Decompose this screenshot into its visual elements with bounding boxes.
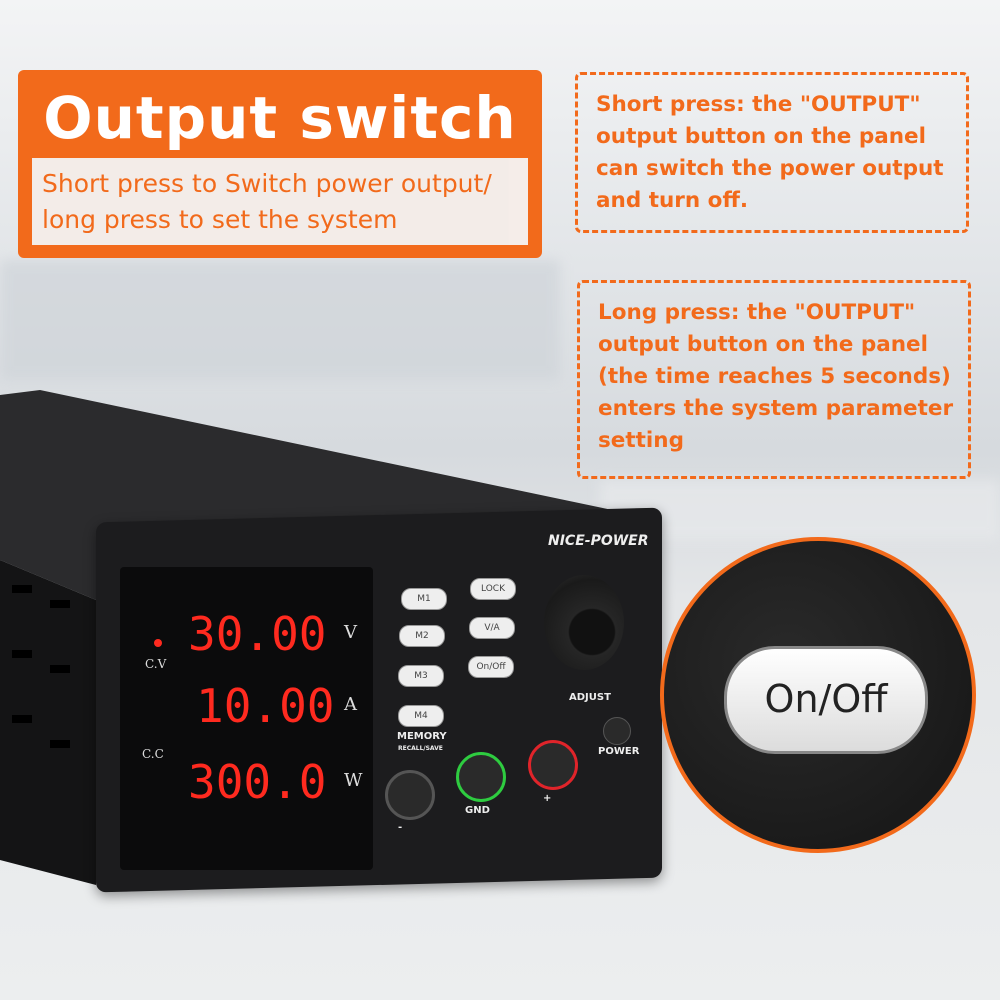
cv-indicator-led <box>154 639 162 647</box>
callout-line: setting <box>598 428 684 453</box>
brand-logo: NICE-POWER <box>548 533 649 549</box>
callout-line: Short press: the "OUTPUT" <box>596 92 921 117</box>
voltage-reading: 30.00 <box>188 607 327 661</box>
callout-line: output button on the panel <box>596 124 926 149</box>
lock-button[interactable]: LOCK <box>470 578 516 600</box>
cc-label: C.C <box>142 747 164 761</box>
minus-label: - <box>398 822 403 833</box>
on-off-button[interactable]: On/Off <box>468 656 514 678</box>
gnd-terminal[interactable] <box>456 752 506 802</box>
power-label: POWER <box>598 746 640 757</box>
cv-label: C.V <box>145 657 167 671</box>
subtitle-line: long press to set the system <box>42 205 398 234</box>
voltage-unit: V <box>344 622 357 643</box>
power-button[interactable] <box>603 717 631 745</box>
display: C.V C.C 30.00 V 10.00 A 300.0 W <box>120 567 373 870</box>
plus-label: + <box>543 793 552 804</box>
plus-terminal[interactable] <box>528 740 578 790</box>
subtitle-line: Short press to Switch power output/ <box>42 169 492 198</box>
callout-short-press: Short press: the "OUTPUT" output button … <box>575 72 969 233</box>
current-reading: 10.00 <box>196 679 335 733</box>
power-unit: W <box>344 770 363 791</box>
power-reading: 300.0 <box>188 755 327 809</box>
callout-line: can switch the power output <box>596 156 944 181</box>
zoom-callout-circle: On/Off <box>660 537 976 853</box>
current-unit: A <box>344 694 357 715</box>
zoomed-on-off-button[interactable]: On/Off <box>724 646 928 754</box>
callout-long-press: Long press: the "OUTPUT" output button o… <box>577 280 971 479</box>
callout-line: output button on the panel <box>598 332 928 357</box>
callout-line: (the time reaches 5 seconds) <box>598 364 951 389</box>
m4-button[interactable]: M4 <box>398 705 444 727</box>
memory-label: MEMORY <box>397 731 447 742</box>
m2-button[interactable]: M2 <box>399 625 445 647</box>
title-banner: Output switch Short press to Switch powe… <box>18 70 542 258</box>
background-desk <box>600 480 1000 540</box>
adjust-label: ADJUST <box>569 692 611 703</box>
adjust-knob[interactable] <box>544 575 624 670</box>
m1-button[interactable]: M1 <box>401 588 447 610</box>
minus-terminal[interactable] <box>385 770 435 820</box>
callout-line: Long press: the "OUTPUT" <box>598 300 916 325</box>
callout-line: and turn off. <box>596 188 749 213</box>
page-title: Output switch <box>43 84 517 152</box>
va-button[interactable]: V/A <box>469 617 515 639</box>
gnd-label: GND <box>465 805 490 816</box>
background-window <box>0 260 560 380</box>
subtitle-box: Short press to Switch power output/ long… <box>32 158 528 245</box>
memory-sublabel: RECALL/SAVE <box>398 745 443 752</box>
callout-line: enters the system parameter <box>598 396 954 421</box>
m3-button[interactable]: M3 <box>398 665 444 687</box>
